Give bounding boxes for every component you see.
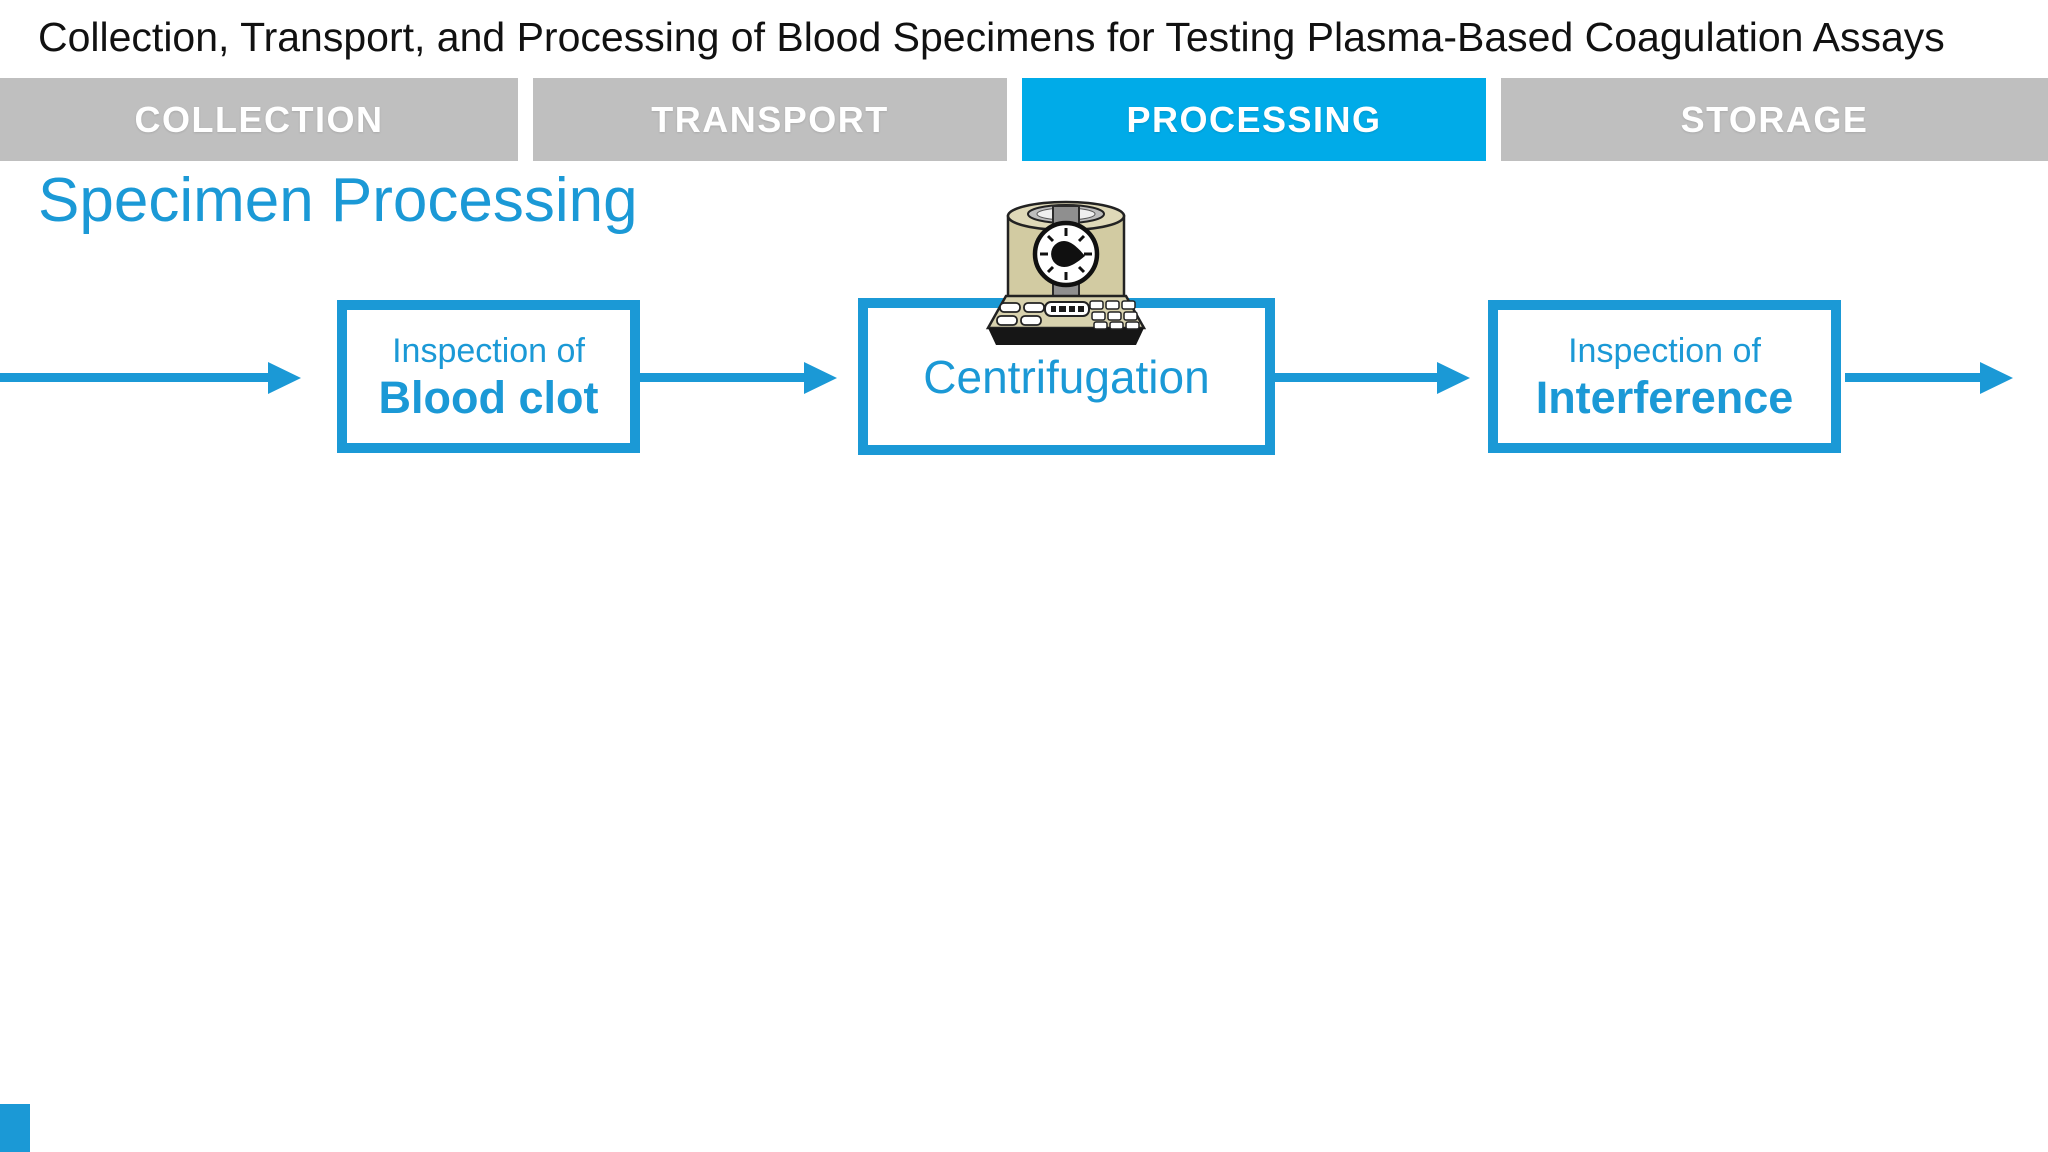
tab-processing[interactable]: PROCESSING xyxy=(1022,78,1486,161)
flow-arrow-in-line xyxy=(0,373,270,382)
flow-arrow-out-line xyxy=(1845,373,1984,382)
tab-transport[interactable]: TRANSPORT xyxy=(533,78,1007,161)
flow-arrow-1-line xyxy=(640,373,808,382)
tab-processing-label: PROCESSING xyxy=(1126,98,1382,140)
section-heading: Specimen Processing xyxy=(38,166,638,235)
flow-step-blood-clot-line1: Inspection of xyxy=(392,331,585,370)
flow-step-centrifugation-label: Centrifugation xyxy=(923,350,1210,403)
tab-transport-label: TRANSPORT xyxy=(651,98,889,140)
flow-arrow-out-head xyxy=(1980,362,2013,394)
tab-storage[interactable]: STORAGE xyxy=(1501,78,2048,161)
centrifuge-display xyxy=(1044,301,1090,317)
page-title: Collection, Transport, and Processing of… xyxy=(38,14,1945,60)
bottom-left-accent-bar xyxy=(0,1104,30,1152)
flow-step-blood-clot: Inspection of Blood clot xyxy=(337,300,640,453)
flow-arrow-2-head xyxy=(1437,362,1470,394)
flow-step-interference: Inspection of Interference xyxy=(1488,300,1841,453)
flow-arrow-1-head xyxy=(804,362,837,394)
flow-step-interference-line1: Inspection of xyxy=(1568,331,1761,370)
flow-arrow-in-head xyxy=(268,362,301,394)
flow-arrow-2-line xyxy=(1273,373,1441,382)
centrifuge-icon xyxy=(985,200,1147,345)
tab-bar: COLLECTION TRANSPORT PROCESSING STORAGE xyxy=(0,78,2048,161)
flow-step-blood-clot-line2: Blood clot xyxy=(378,371,599,423)
tab-collection-label: COLLECTION xyxy=(134,98,384,140)
tab-collection[interactable]: COLLECTION xyxy=(0,78,518,161)
flow-step-interference-line2: Interference xyxy=(1535,371,1794,423)
tab-storage-label: STORAGE xyxy=(1680,98,1869,140)
